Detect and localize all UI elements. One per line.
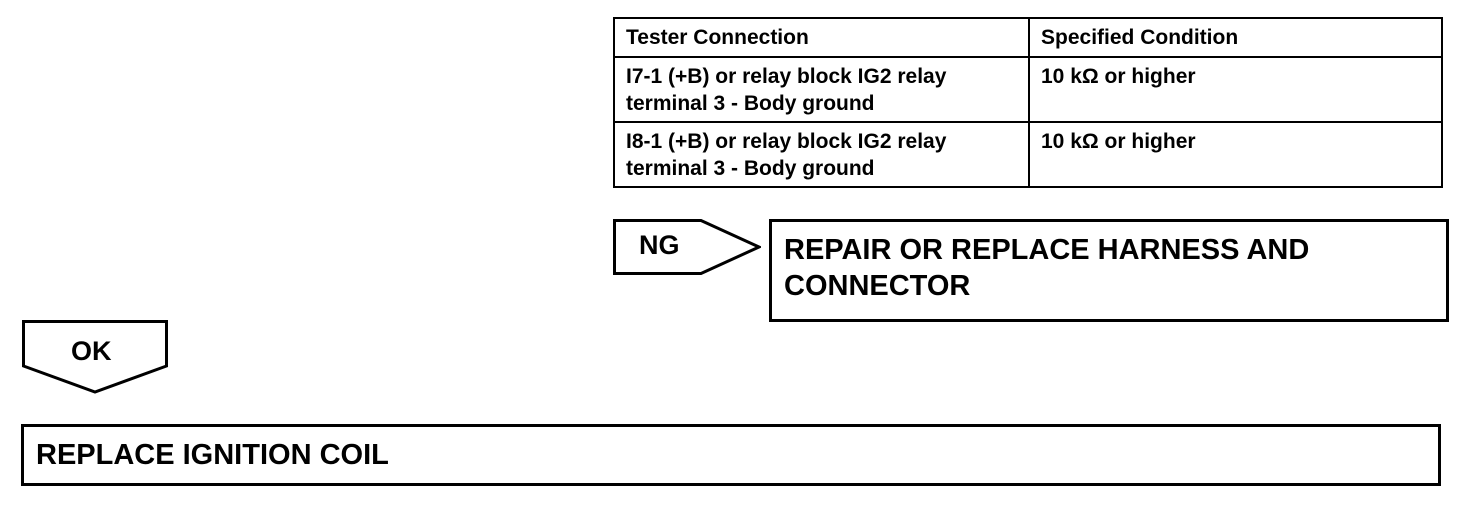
- connection-line: terminal 3 - Body ground: [626, 92, 875, 115]
- connection-line: I7-1 (+B) or relay block IG2 relay: [626, 65, 947, 88]
- specified-condition-cell: 10 kΩ or higher: [1028, 56, 1443, 123]
- ng-action-line: REPAIR OR REPLACE HARNESS AND: [784, 234, 1310, 266]
- result-text: REPLACE IGNITION COIL: [36, 439, 389, 471]
- ok-arrow-icon: [22, 320, 168, 394]
- table-row: I8-1 (+B) or relay block IG2 relay termi…: [613, 121, 1443, 188]
- connection-line: I8-1 (+B) or relay block IG2 relay: [626, 130, 947, 153]
- column-header-specified-condition: Specified Condition: [1028, 17, 1443, 58]
- tester-connection-cell: I7-1 (+B) or relay block IG2 relay termi…: [613, 56, 1030, 123]
- connection-line: terminal 3 - Body ground: [626, 157, 875, 180]
- tester-connection-cell: I8-1 (+B) or relay block IG2 relay termi…: [613, 121, 1030, 188]
- table-header-row: Tester Connection Specified Condition: [613, 17, 1443, 58]
- specified-condition-cell: 10 kΩ or higher: [1028, 121, 1443, 188]
- ng-action-line: CONNECTOR: [784, 270, 971, 302]
- ng-action-box: REPAIR OR REPLACE HARNESS AND CONNECTOR: [769, 219, 1449, 322]
- ok-label: OK: [71, 336, 112, 366]
- column-header-tester-connection: Tester Connection: [613, 17, 1030, 58]
- result-box: REPLACE IGNITION COIL: [21, 424, 1441, 486]
- ng-arrow-icon: [613, 219, 761, 275]
- spec-table: Tester Connection Specified Condition I7…: [613, 17, 1443, 188]
- table-row: I7-1 (+B) or relay block IG2 relay termi…: [613, 56, 1443, 123]
- ng-label: NG: [639, 230, 680, 260]
